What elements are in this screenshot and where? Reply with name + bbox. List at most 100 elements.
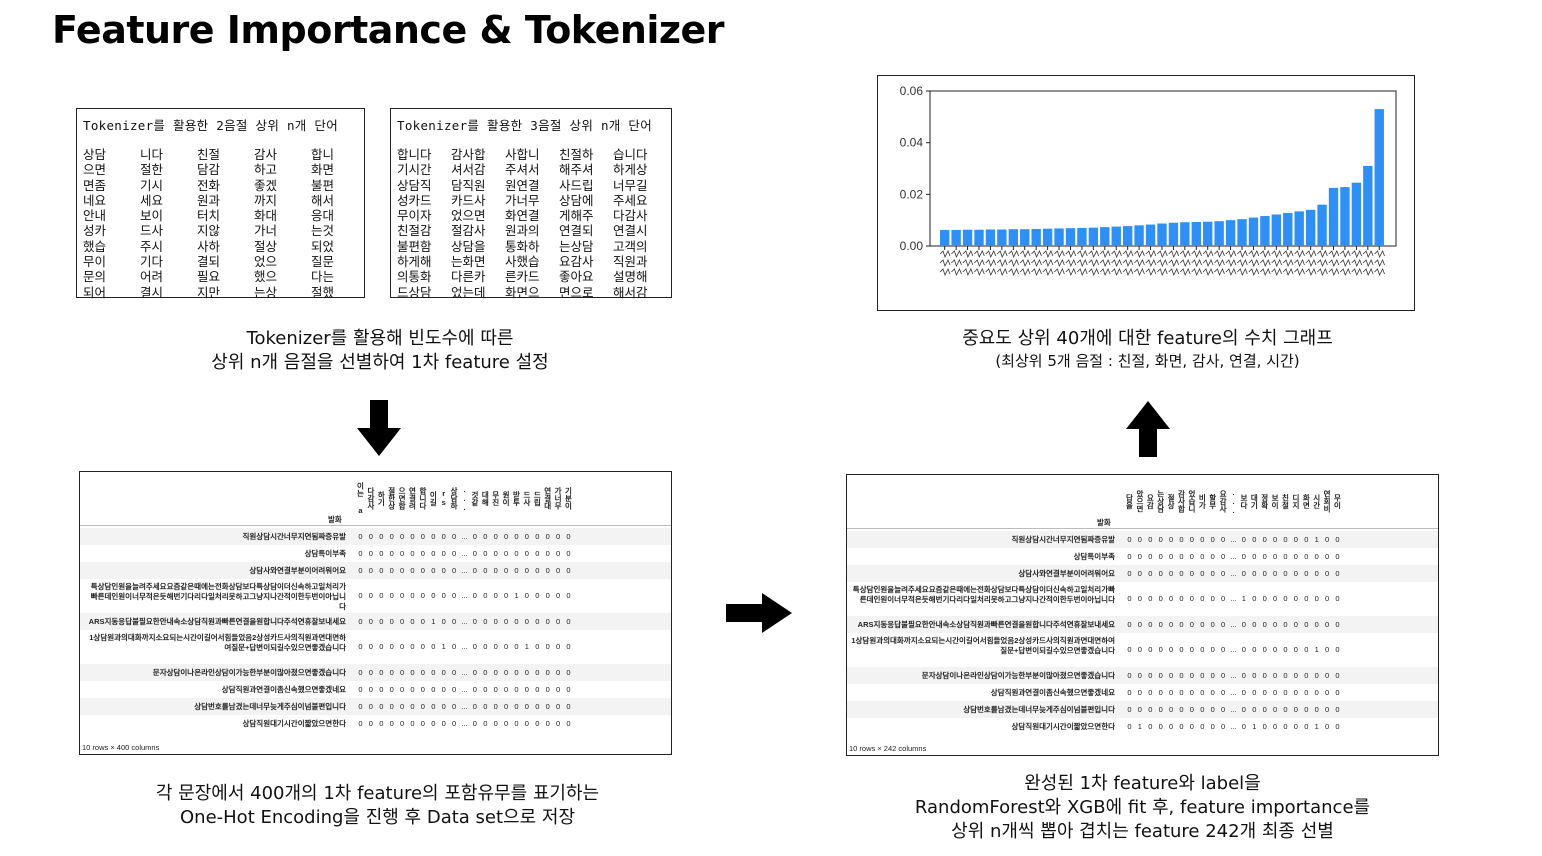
chart-bar — [1020, 229, 1030, 246]
table-cell: 0 — [535, 667, 540, 677]
row-label: 상담직원과연결이좀신속했으면좋겠네요 — [990, 688, 1115, 697]
chart-bar — [1260, 216, 1270, 246]
table-cell: 0 — [389, 565, 394, 575]
table-cell: 0 — [1335, 551, 1340, 561]
table-cell: 0 — [1127, 721, 1132, 731]
table-cell: 0 — [556, 667, 561, 677]
table-cell: 0 — [1273, 594, 1278, 603]
table-cell: ... — [461, 667, 468, 677]
table-cell: 0 — [1210, 619, 1215, 629]
table-cell: 0 — [472, 616, 477, 626]
table-cell: 0 — [1293, 687, 1298, 697]
token-word: 사했습 — [505, 254, 540, 270]
index-name: 발화 — [328, 515, 342, 524]
column-header: 드사 — [522, 490, 532, 506]
token-word: 사합니 — [505, 147, 540, 162]
table-cell: 1 — [431, 616, 436, 626]
table-cell: 1 — [1137, 721, 1142, 731]
table-cell: 0 — [1169, 721, 1174, 731]
table-cell: 0 — [483, 531, 488, 541]
table-cell: 0 — [472, 718, 477, 728]
table-cell: ... — [461, 565, 468, 575]
table-cell: 0 — [1335, 704, 1340, 714]
table-cell: 0 — [545, 701, 550, 711]
table-cell: 0 — [431, 701, 436, 711]
table-cell: 0 — [1304, 619, 1309, 629]
table-cell: 0 — [1273, 619, 1278, 629]
table-cell: 0 — [368, 667, 373, 677]
table-cell: 0 — [535, 616, 540, 626]
table-cell: 0 — [1148, 721, 1153, 731]
table-cell: 0 — [431, 591, 436, 600]
column-header: 감사합 — [1177, 489, 1186, 513]
table-cell: 0 — [1148, 704, 1153, 714]
token-word: 상담에 — [559, 192, 594, 208]
table-cell: 0 — [389, 548, 394, 558]
table-cell: 0 — [1169, 594, 1174, 603]
table-cell: 1 — [1252, 721, 1257, 731]
table-cell: 0 — [1252, 704, 1257, 714]
chart-bar — [940, 229, 950, 246]
table-cell: 0 — [566, 565, 571, 575]
token-word: 보이 — [140, 208, 164, 224]
column-header: ... — [1229, 487, 1238, 515]
table-cell: 0 — [410, 718, 415, 728]
table-cell: 0 — [545, 616, 550, 626]
table-cell: 0 — [1304, 568, 1309, 578]
table-cell: 0 — [1221, 721, 1226, 731]
token-word: 습니다 — [613, 147, 648, 162]
table-cell: 1 — [524, 642, 529, 651]
table-cell: ... — [461, 616, 468, 626]
table-cell: 0 — [1158, 594, 1163, 603]
table-cell: 0 — [1241, 551, 1246, 561]
table-cell: 0 — [452, 616, 457, 626]
table-cell: 0 — [358, 667, 363, 677]
table-cell: 0 — [389, 616, 394, 626]
table-cell: 0 — [1314, 704, 1319, 714]
row-label: 상담번호를남겼는데너무늦게주심이넘불편입니다 — [194, 702, 346, 711]
chart-bar — [1305, 209, 1316, 246]
table-cell: 0 — [1148, 594, 1153, 603]
table-cell: 0 — [1335, 721, 1340, 731]
final-caption-line-2: RandomForest와 XGB에 fit 후, feature import… — [914, 797, 1371, 818]
table-cell: 0 — [1262, 645, 1267, 654]
table-cell: 0 — [1304, 551, 1309, 561]
index-name: 발화 — [1097, 518, 1111, 527]
table-cell: 0 — [389, 684, 394, 694]
table-cell: 0 — [1179, 534, 1184, 544]
table-cell: 0 — [1189, 704, 1194, 714]
table-cell: 0 — [1241, 619, 1246, 629]
chart-bar — [1248, 217, 1259, 246]
table-cell: 0 — [566, 684, 571, 694]
token-word: 해주셔 — [559, 162, 594, 178]
table-cell: 0 — [514, 565, 519, 575]
table-cell: 0 — [1200, 670, 1205, 680]
table-cell: ... — [1230, 568, 1237, 578]
table-cell: ... — [1230, 534, 1237, 544]
token-word: 되어 — [83, 284, 107, 300]
row-label: 상담사와연결부분이어려워어요 — [249, 566, 346, 575]
token-word: 친절감 — [397, 223, 432, 239]
table-cell: 0 — [1148, 619, 1153, 629]
token-word: 주셔서 — [505, 162, 540, 178]
table-cell: 0 — [1137, 704, 1142, 714]
table-cell: 0 — [1189, 534, 1194, 544]
column-header: 요감 — [1145, 493, 1155, 509]
token-word: 세요 — [140, 192, 164, 208]
token-word: 좋겠 — [254, 177, 278, 193]
token-word: 네요 — [83, 192, 107, 208]
table-cell: 0 — [1127, 534, 1132, 544]
table-cell: 0 — [472, 667, 477, 677]
table-cell: 0 — [1283, 704, 1288, 714]
table-cell: 0 — [368, 548, 373, 558]
column-header: 답을 — [1125, 493, 1134, 509]
table-cell: 0 — [1273, 687, 1278, 697]
table-cell: 0 — [410, 701, 415, 711]
token-word: 게해주 — [559, 208, 594, 224]
table-cell: 0 — [1273, 721, 1278, 731]
table-cell: 0 — [472, 548, 477, 558]
